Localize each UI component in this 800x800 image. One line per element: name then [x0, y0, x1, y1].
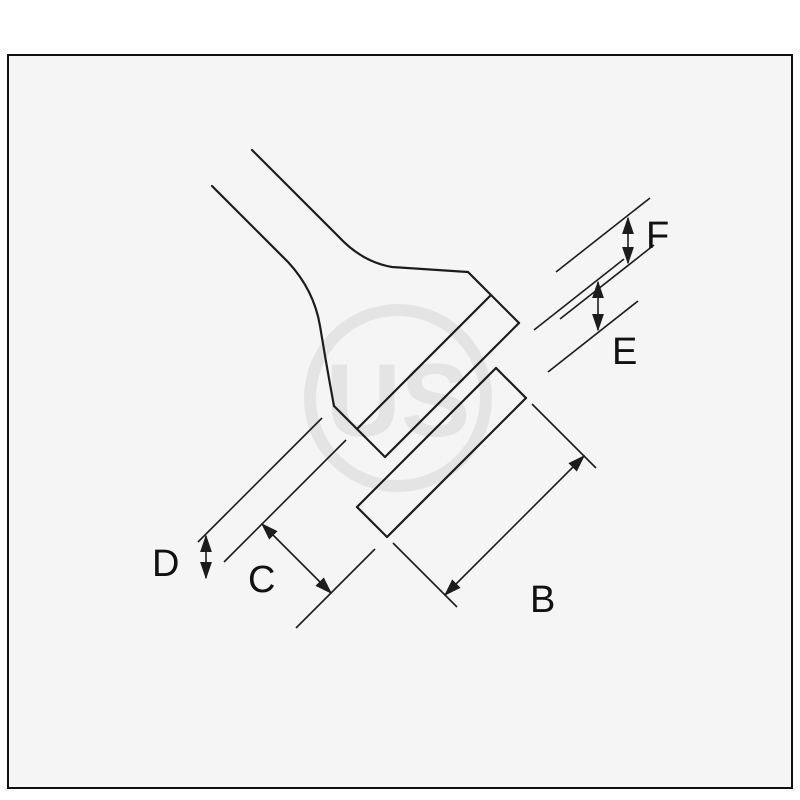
lower-plate-top-edge — [355, 366, 498, 509]
d-extension-line-lower — [223, 439, 347, 563]
d-extension-line-upper — [197, 417, 323, 543]
upper-plate-lower-edge — [355, 293, 493, 431]
dimension-label-e: E — [612, 331, 637, 373]
tip-end-face — [466, 270, 521, 325]
step-lower-edge — [383, 321, 521, 459]
watermark-text: US — [326, 343, 470, 459]
lower-plate-right-face — [494, 366, 528, 400]
upper-plate-left-face — [332, 404, 359, 431]
shaft-bottom-edge — [210, 184, 336, 408]
lower-plate-left-face — [355, 505, 389, 539]
step-left-face — [355, 427, 387, 459]
f-extension-line-lower — [559, 244, 655, 320]
dimension-e: E — [533, 258, 639, 373]
dimension-label-d: D — [152, 543, 179, 585]
dimension-d: D — [152, 417, 347, 585]
watermark-circle — [304, 304, 492, 492]
dimension-b: B — [392, 403, 597, 621]
dimension-label-b: B — [530, 579, 555, 621]
e-extension-line-lower — [547, 300, 639, 373]
dimension-label-f: F — [646, 215, 669, 257]
b-extension-line-lower — [392, 542, 458, 608]
c-dimension-arrow — [261, 523, 332, 594]
dimension-label-c: C — [248, 559, 275, 601]
b-extension-line-upper — [531, 403, 597, 469]
shaft-top-edge — [250, 148, 470, 274]
b-dimension-arrow — [444, 455, 585, 596]
dimension-c: C — [248, 523, 376, 629]
drawing-frame — [7, 54, 793, 789]
e-extension-line-upper — [533, 258, 625, 331]
c-extension-line — [295, 548, 376, 629]
watermark: US — [304, 304, 492, 492]
dimension-f: F — [555, 197, 669, 320]
f-extension-line-upper — [555, 197, 651, 273]
